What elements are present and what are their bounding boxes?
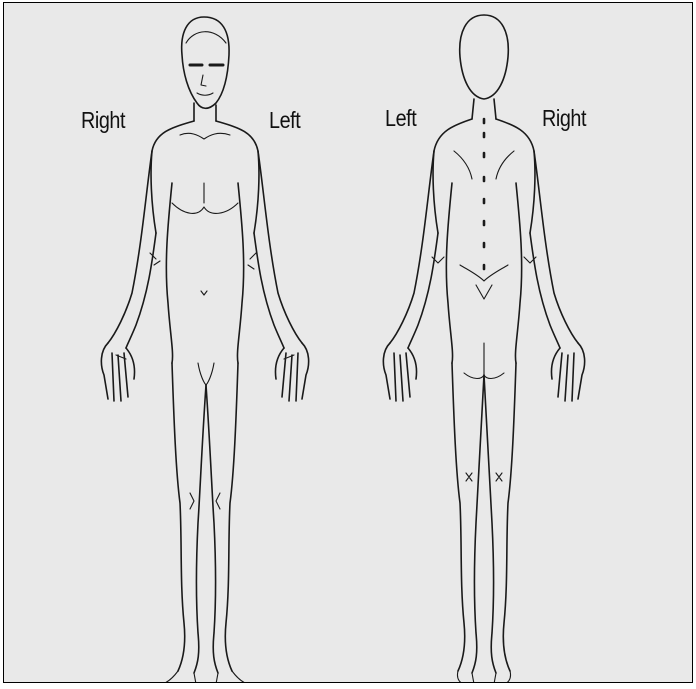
front-left-label: Left <box>269 107 300 134</box>
back-neck <box>472 99 496 119</box>
back-left-label: Left <box>385 105 416 132</box>
back-left-arm <box>390 151 438 348</box>
back-left-hand <box>383 343 416 401</box>
body-chart-frame: Right Left Left Right <box>3 2 693 683</box>
back-torso-sides <box>446 183 521 363</box>
back-right-hand <box>551 343 584 401</box>
back-right-label: Right <box>542 105 586 132</box>
back-right-leg <box>484 363 516 673</box>
back-head <box>460 15 509 99</box>
back-right-arm <box>530 151 578 348</box>
back-left-leg <box>452 363 484 673</box>
front-right-label: Right <box>81 107 125 134</box>
back-body-figure <box>4 3 693 683</box>
